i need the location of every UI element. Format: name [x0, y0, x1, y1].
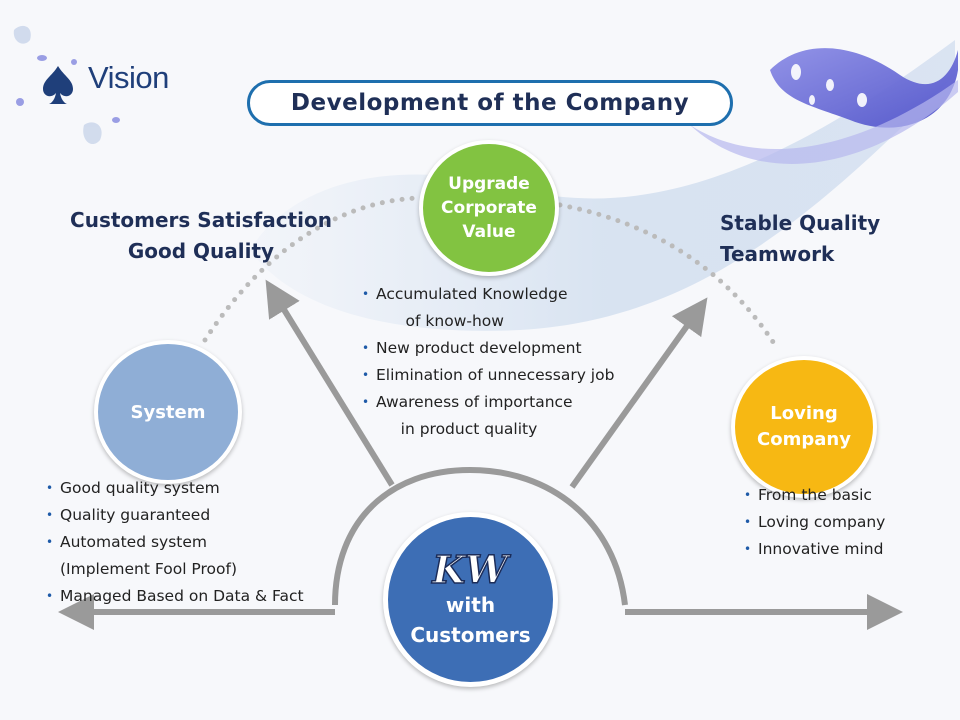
logo-text: Vision [88, 60, 169, 95]
list-item: Automated system [46, 529, 304, 556]
up-right-arrow [569, 297, 708, 489]
light-swoosh [250, 40, 955, 331]
list-item: Managed Based on Data & Fact [46, 583, 304, 610]
page-title: Development of the Company [247, 80, 733, 126]
list-item: of know-how [376, 312, 504, 330]
list-item: Loving company [744, 509, 885, 536]
heading-customers-satisfaction: Customers Satisfaction Good Quality [70, 208, 332, 263]
list-item: Innovative mind [744, 536, 885, 563]
list-item: Accumulated Knowledge [362, 281, 614, 308]
bullet-list-left: Good quality system Quality guaranteed A… [46, 475, 304, 610]
spade-icon [43, 66, 73, 104]
node-upgrade-corporate-value: Upgrade Corporate Value [419, 140, 559, 276]
list-item: Good quality system [46, 475, 304, 502]
list-item: in product quality [376, 420, 538, 438]
list-item: From the basic [744, 482, 885, 509]
bullet-list-center: Accumulated Knowledge of know-how New pr… [362, 281, 614, 443]
up-left-arrow [265, 279, 395, 487]
list-item: Quality guaranteed [46, 502, 304, 529]
node-kw-with-customers: KW with Customers [383, 512, 558, 687]
decorative-petals [791, 64, 867, 107]
list-item: Awareness of importance [362, 389, 614, 416]
heading-stable-quality: Stable Quality Teamwork [720, 211, 881, 266]
node-loving-company: Loving Company [731, 356, 877, 498]
bullet-list-right: From the basic Loving company Innovative… [744, 482, 885, 563]
kw-logo: KW [432, 546, 509, 592]
node-system: System [94, 340, 242, 484]
list-item: New product development [362, 335, 614, 362]
list-item: Elimination of unnecessary job [362, 362, 614, 389]
purple-wave [770, 48, 958, 128]
dome-arc [332, 466, 628, 606]
kw-subtitle: with Customers [410, 592, 531, 647]
list-item: (Implement Fool Proof) [60, 560, 238, 578]
dotted-arc [202, 195, 778, 348]
